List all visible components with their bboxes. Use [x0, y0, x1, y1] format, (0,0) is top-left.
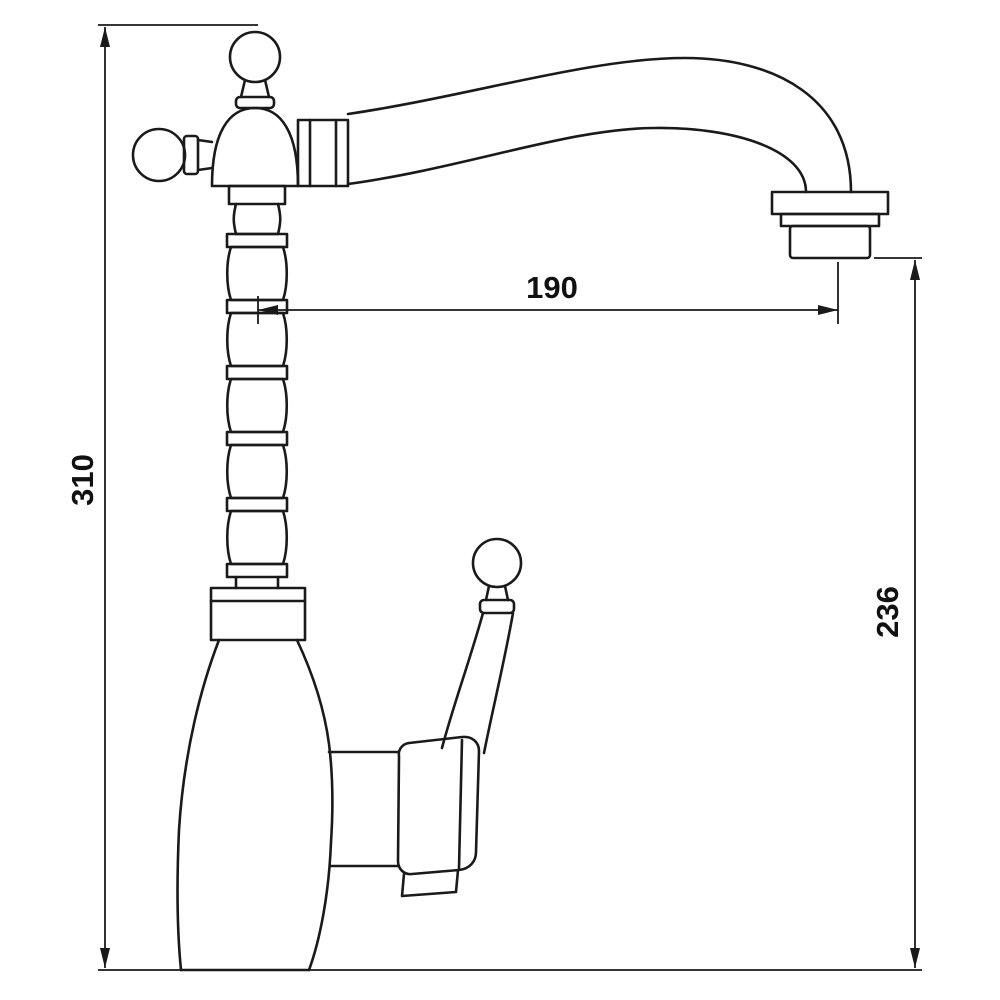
- left-handle-stem: [196, 138, 214, 172]
- column-lower-neck: [234, 575, 280, 590]
- cartridge-bottom-step: [400, 868, 460, 898]
- arrowhead-down-icon: [910, 948, 920, 968]
- lever-ball: [471, 537, 523, 589]
- spout-nut-lines: [308, 118, 338, 188]
- cartridge-inner-line: [457, 738, 464, 870]
- column-barrel: [225, 377, 289, 434]
- lever-neck: [484, 584, 510, 602]
- lever-shaft-right: [482, 611, 515, 755]
- faucet-outline: [131, 30, 890, 972]
- spout-nut: [296, 118, 350, 188]
- body-left-edge: [176, 638, 221, 972]
- column-ring: [225, 364, 289, 381]
- column-ring: [225, 562, 289, 579]
- cartridge-block: [396, 735, 481, 876]
- column-barrel: [225, 245, 289, 302]
- spout-inner-edge: [346, 126, 808, 194]
- column-barrel: [225, 311, 289, 368]
- top-knob-neck: [239, 78, 271, 99]
- spout-flange-step: [779, 212, 881, 228]
- left-handle-ball: [131, 127, 187, 183]
- top-knob-ball: [228, 30, 282, 84]
- dimension-spout-reach: 190: [257, 262, 839, 324]
- handle-dome: [210, 106, 300, 188]
- lever-shaft-left: [440, 611, 485, 750]
- spout-outer-edge: [346, 56, 853, 194]
- arrowhead-right-icon: [818, 305, 838, 315]
- column-ring: [225, 496, 289, 513]
- column-barrel: [225, 443, 289, 500]
- cartridge-connectors: [327, 750, 400, 868]
- arrowhead-up-icon: [100, 27, 110, 47]
- dimension-label-236: 236: [870, 586, 905, 638]
- spout-flange: [770, 190, 890, 216]
- dimension-label-310: 310: [65, 454, 100, 506]
- top-knob-collar: [234, 95, 276, 110]
- spout-tip: [788, 224, 872, 260]
- lever-collar: [478, 598, 516, 615]
- base-block: [209, 586, 307, 642]
- dimension-total-height: 310: [65, 24, 258, 971]
- dimension-outlet-height: 236: [309, 257, 922, 971]
- column-barrel: [225, 509, 289, 566]
- arrowhead-down-icon: [100, 948, 110, 968]
- column-ring: [225, 232, 289, 249]
- arrowhead-up-icon: [910, 260, 920, 280]
- column-ring: [225, 430, 289, 447]
- body-right-edge: [295, 638, 334, 972]
- column-top-collar: [227, 184, 287, 206]
- column-neck: [232, 202, 282, 236]
- dimension-label-190: 190: [526, 270, 578, 305]
- arrowhead-left-icon: [258, 305, 278, 315]
